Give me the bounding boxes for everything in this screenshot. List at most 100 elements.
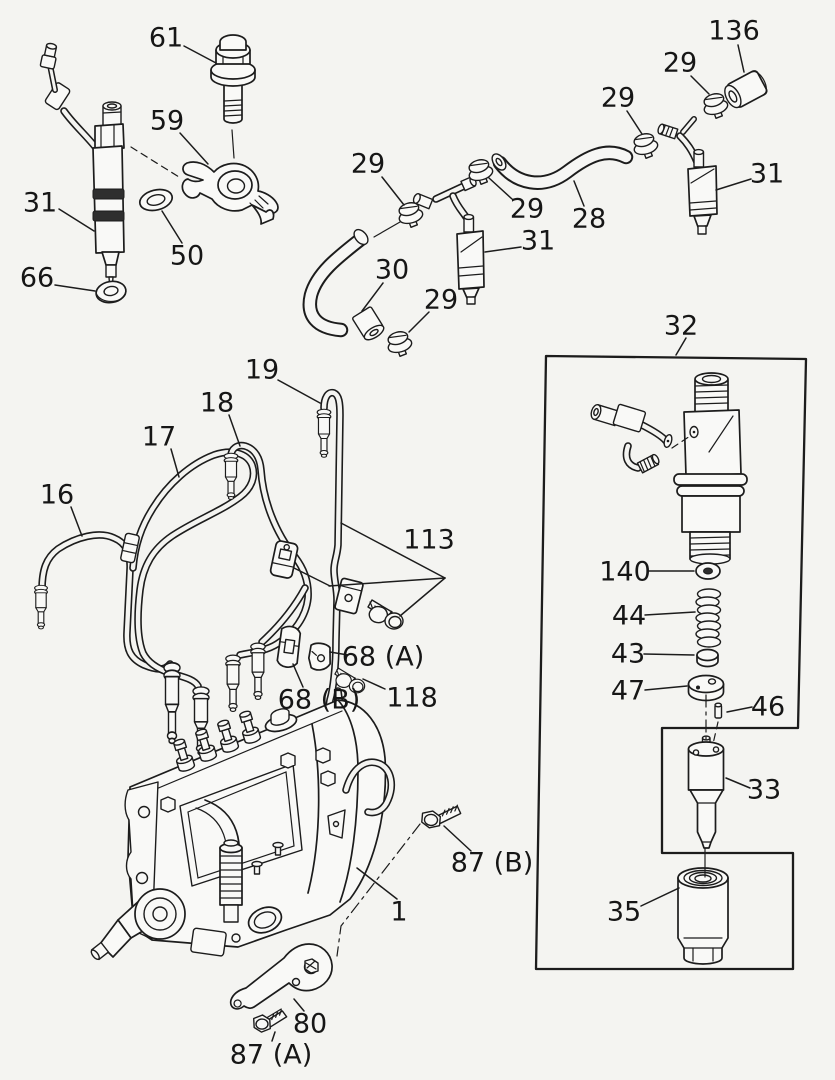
leader-line [443,825,472,852]
part-callout-1: 1 [356,867,408,928]
part-callout-59: 59 [150,106,209,165]
part-callout-46: 46 [726,692,785,723]
part-callout-29b: 29 [408,285,458,333]
part-label-1: 1 [390,897,407,928]
leader-line [675,337,687,356]
detail-box-outline [534,354,808,971]
pipe-end-fitting-3 [225,654,241,713]
pump-camshaft [90,888,186,961]
leader-line [58,208,95,232]
construction-line [231,129,235,159]
part-label-31b: 31 [521,226,555,257]
leader-line [271,1031,276,1042]
part-label-50: 50 [170,241,204,272]
part-label-31c: 31 [750,159,784,190]
part-callout-32: 32 [664,311,698,356]
part-callout-113: 113 [293,522,455,617]
part-label-29d: 29 [601,83,635,114]
banjo-bolt-29-e [384,328,416,360]
injector-31-left [92,101,125,285]
part-callout-29d: 29 [601,83,643,135]
delivery-stud-1 [170,736,197,774]
part-label-44: 44 [612,601,646,632]
part-callout-16: 16 [40,480,83,537]
part-callout-61: 61 [149,23,217,64]
leader-line [170,448,180,478]
leader-line [293,998,305,1012]
injection-pipe-17 [129,448,258,690]
part-callout-43: 43 [611,639,695,670]
part-callout-17: 17 [142,422,180,478]
part-callout-31a: 31 [23,188,95,232]
leader-line [725,777,751,789]
part-callout-31c: 31 [715,159,784,191]
leader-line [643,653,695,656]
leader-line [362,678,386,690]
part-label-68A: 68 (A) [342,642,424,673]
leader-line [340,522,446,579]
part-label-113: 113 [403,525,455,556]
clamp-bolt-113 [367,599,404,630]
leader-line [70,506,83,537]
injection-pump [90,699,396,961]
part-callout-18: 18 [200,388,241,447]
part-callout-19: 19 [245,355,321,404]
part-label-46: 46 [751,692,785,723]
part-callout-87B: 87 (B) [443,825,533,879]
leader-line [54,284,96,292]
pump-fasteners [160,747,346,957]
leak-off-hose-cluster [302,70,768,360]
bolt-87A [252,1008,288,1033]
leader-line [179,132,209,165]
washer-50 [138,188,174,212]
leader-line [737,44,745,73]
leader-line [292,663,304,688]
spacer-47 [687,674,725,702]
leader-line [293,567,331,587]
leak-off-pipe [39,42,101,153]
leader-line [381,176,405,206]
part-callout-29e: 29 [663,48,710,95]
leader-line [399,577,446,617]
leader-line [644,611,696,616]
pump-filler-cap [264,708,298,733]
pipe-end-fitting-4 [250,642,266,701]
part-callout-50: 50 [161,210,204,272]
part-callout-29c: 29 [488,177,544,225]
construction-line [336,823,421,957]
leader-line [183,45,217,64]
pipe-end-fitting-1 [163,661,181,745]
part-callout-29a: 29 [351,149,405,206]
part-label-140: 140 [599,557,651,588]
retaining-nut-35 [677,867,729,965]
cap-136 [724,70,768,109]
leader-line [626,110,643,135]
construction-line [373,221,401,238]
washer-140 [695,562,721,580]
construction-line [130,146,180,178]
pipe-clamp-68A [307,642,331,671]
part-callout-140: 140 [599,557,695,588]
injection-pipe-19 [258,388,345,717]
part-callout-33: 33 [725,775,781,806]
part-label-29c: 29 [510,194,544,225]
part-label-29b: 29 [424,285,458,316]
clamp-59 [181,161,279,225]
part-callout-87A: 87 (A) [230,1031,312,1071]
delivery-stud-2 [192,726,219,764]
part-callout-30: 30 [361,255,409,312]
leader-line [715,178,752,191]
pipe-clamp-68B [276,625,302,668]
part-label-68B: 68 (B) [278,685,361,716]
part-label-31a: 31 [23,188,57,219]
leader-line [356,867,398,900]
part-callout-80: 80 [293,998,327,1040]
leak-off-hose-28 [491,145,634,190]
linework-layer [130,129,719,957]
leader-line [408,311,430,333]
part-label-19: 19 [245,355,279,386]
part-callout-68A: 68 (A) [329,642,424,673]
callout-layer: 6159315066293029293128292913631321918171… [20,16,785,1071]
part-label-30: 30 [375,255,409,286]
